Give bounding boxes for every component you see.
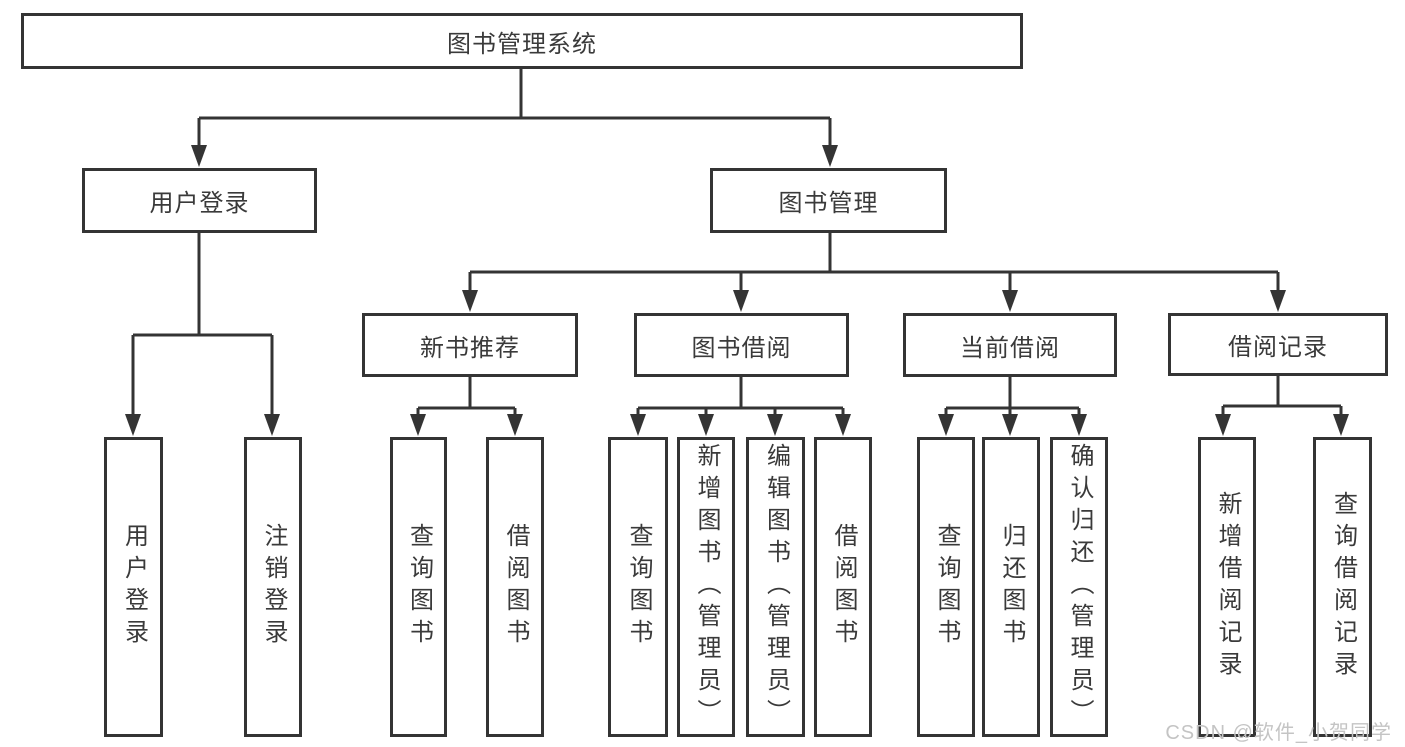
arrowhead [938, 414, 954, 436]
node-current-borrowing: 当前借阅 [903, 313, 1117, 377]
connector-book-management-children [468, 233, 1280, 292]
connector-user-login-children [131, 233, 274, 415]
leaf-query-books-recommendation: 查询图书 [390, 437, 447, 737]
node-user-login: 用户登录 [82, 168, 317, 233]
arrowhead [1071, 414, 1087, 436]
arrowhead [733, 290, 749, 312]
arrowhead [462, 290, 478, 312]
arrowhead [1002, 414, 1018, 436]
arrowhead [835, 414, 851, 436]
node-book-management: 图书管理 [710, 168, 947, 233]
leaf-edit-book-admin: 编辑图书（管理员） [746, 437, 805, 737]
leaf-add-book-admin: 新增图书（管理员） [677, 437, 735, 737]
arrowhead [767, 414, 783, 436]
arrowhead [1215, 414, 1231, 436]
connector-new-book-rec-children [416, 377, 517, 416]
arrowhead [410, 414, 426, 436]
arrowhead [630, 414, 646, 436]
node-library-management-system: 图书管理系统 [21, 13, 1023, 69]
leaf-borrow-books-recommendation: 借阅图书 [486, 437, 544, 737]
node-book-borrowing: 图书借阅 [634, 313, 849, 377]
leaf-user-login: 用户登录 [104, 437, 163, 737]
leaf-confirm-return-admin: 确认归还（管理员） [1050, 437, 1108, 737]
arrowhead [507, 414, 523, 436]
node-new-book-recommendation: 新书推荐 [362, 313, 578, 377]
arrowhead [698, 414, 714, 436]
leaf-return-books: 归还图书 [982, 437, 1040, 737]
node-borrowing-records: 借阅记录 [1168, 313, 1388, 376]
leaf-add-borrowing-record: 新增借阅记录 [1198, 437, 1256, 737]
leaf-query-borrowing-record: 查询借阅记录 [1313, 437, 1372, 737]
leaf-query-books-borrowing: 查询图书 [608, 437, 668, 737]
arrowhead [1333, 414, 1349, 436]
leaf-query-books-current: 查询图书 [917, 437, 975, 737]
leaf-borrow-books: 借阅图书 [814, 437, 872, 737]
arrowhead [191, 145, 207, 167]
arrowhead [1002, 290, 1018, 312]
arrowhead [822, 145, 838, 167]
connector-book-borrowing-children [636, 377, 845, 416]
connector-root-to-level2 [197, 69, 832, 146]
connector-borrowing-records-children [1221, 376, 1343, 416]
arrowhead [264, 414, 280, 436]
arrowhead [1270, 290, 1286, 312]
watermark-text: CSDN @软件_小贺同学 [1165, 722, 1392, 744]
leaf-logout: 注销登录 [244, 437, 302, 737]
connector-current-borrowing-children [944, 377, 1081, 416]
arrowhead [125, 414, 141, 436]
